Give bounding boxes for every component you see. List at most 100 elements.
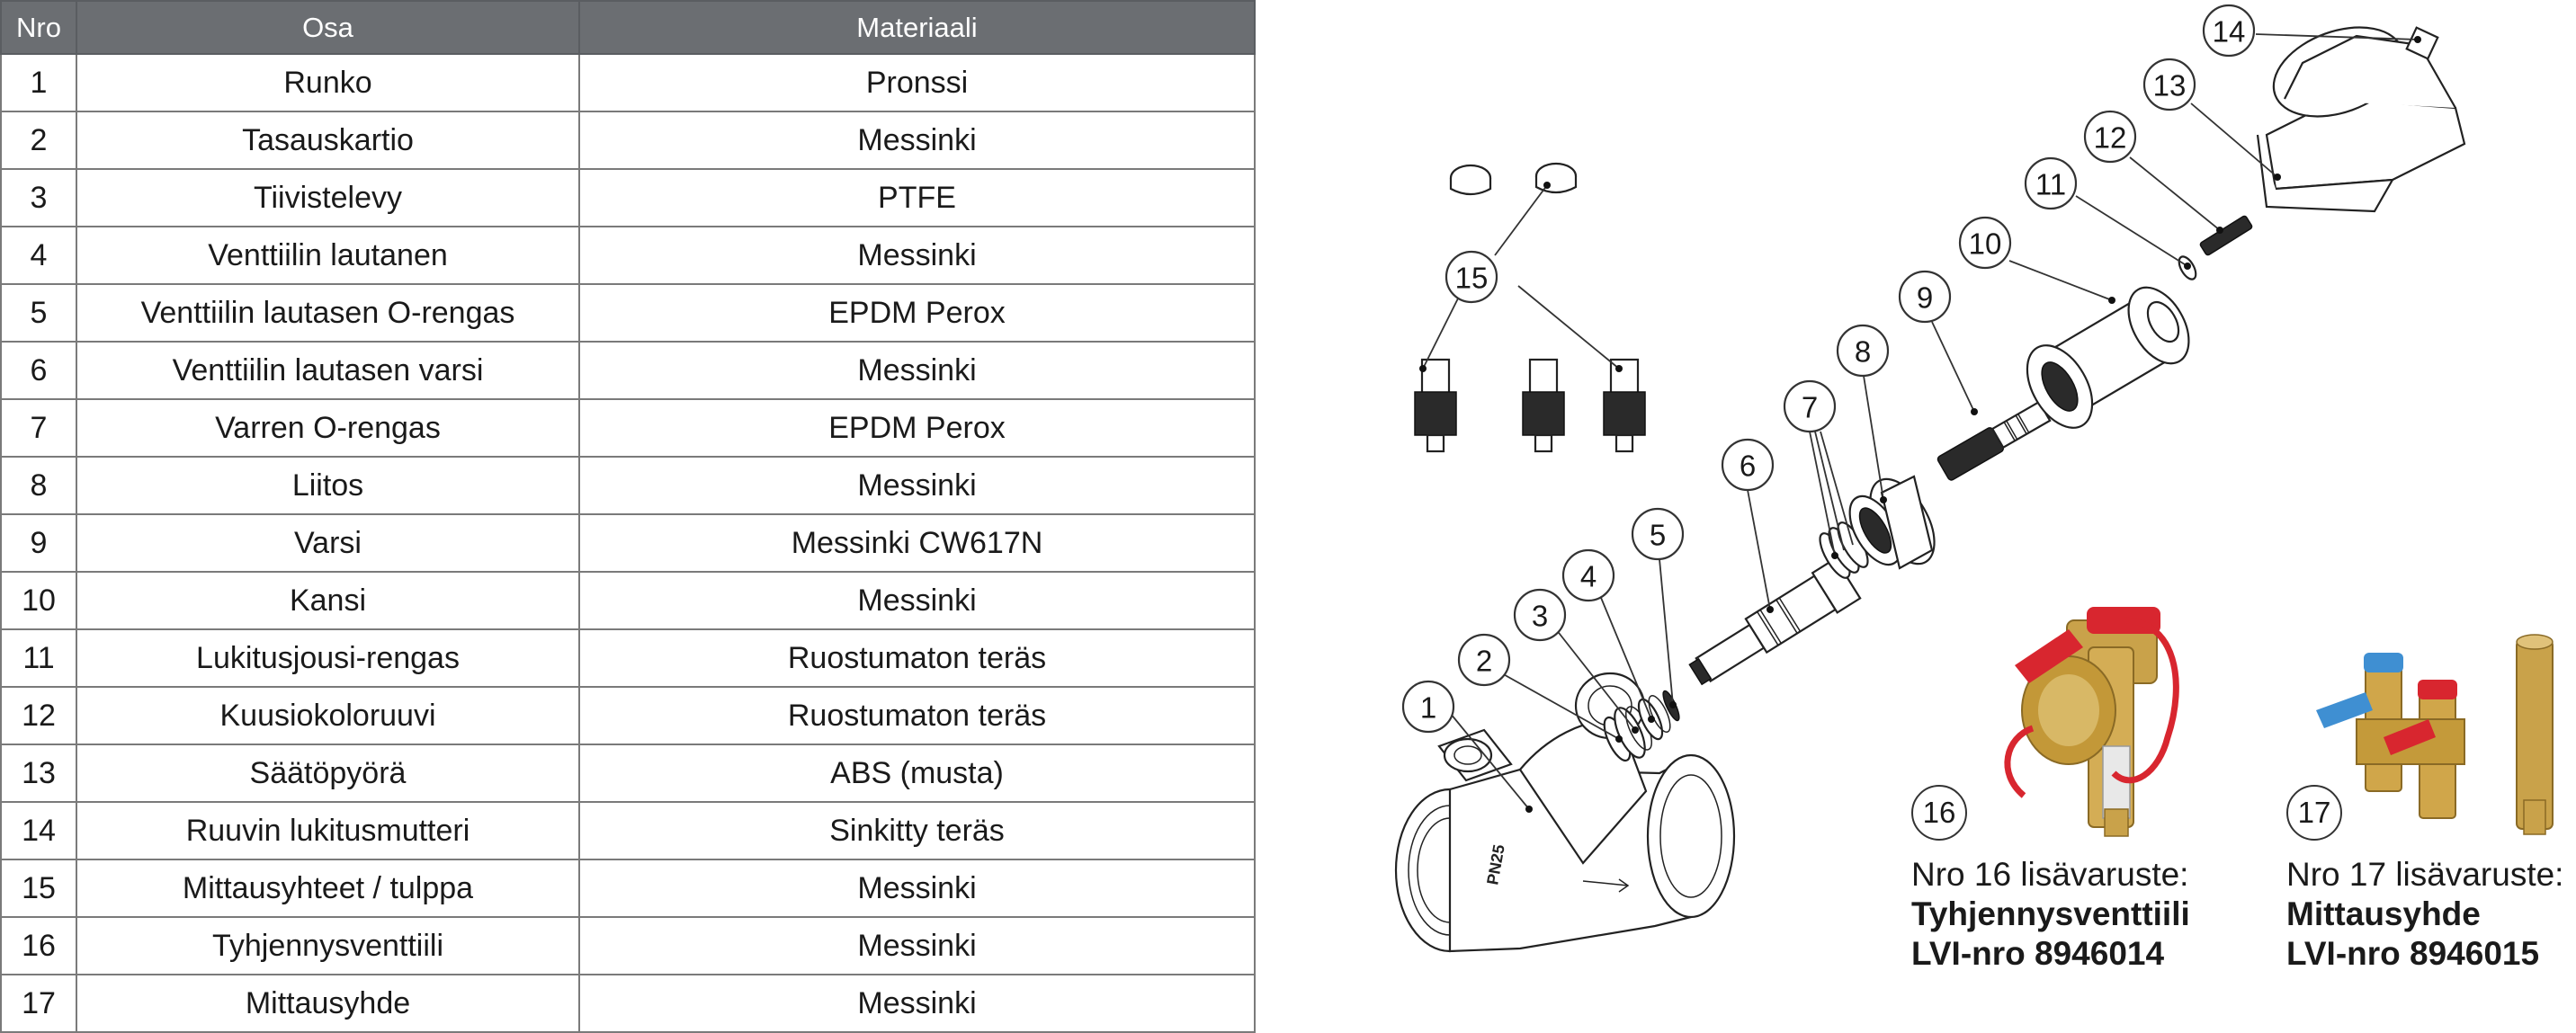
col-header-nro: Nro bbox=[0, 0, 77, 55]
svg-text:14: 14 bbox=[2213, 15, 2246, 49]
accessory-16-badge: 16 bbox=[1911, 785, 1967, 841]
accessory-17-badge: 17 bbox=[2286, 785, 2342, 841]
svg-text:11: 11 bbox=[2035, 168, 2066, 201]
cell-materiaali: Ruostumaton teräs bbox=[578, 628, 1256, 688]
callout-14: 14 bbox=[2202, 4, 2256, 58]
svg-text:3: 3 bbox=[1532, 600, 1548, 633]
svg-text:4: 4 bbox=[1580, 560, 1597, 593]
cell-materiaali: Messinki bbox=[578, 226, 1256, 285]
cell-materiaali: Messinki bbox=[578, 859, 1256, 918]
cell-osa: Säätöpyörä bbox=[76, 744, 580, 803]
cell-osa: Varsi bbox=[76, 513, 580, 573]
cell-materiaali: Messinki CW617N bbox=[578, 513, 1256, 573]
svg-text:7: 7 bbox=[1802, 391, 1818, 424]
callout-5: 5 bbox=[1631, 507, 1685, 561]
cell-nro: 16 bbox=[0, 916, 77, 975]
cell-nro: 1 bbox=[0, 53, 77, 112]
handwheel-drawing bbox=[2256, 26, 2466, 213]
cell-osa: Venttiilin lautanen bbox=[76, 226, 580, 285]
cell-nro: 7 bbox=[0, 398, 77, 458]
cell-osa: Kansi bbox=[76, 571, 580, 630]
callout-6: 6 bbox=[1721, 438, 1775, 492]
accessory-16-line1: Nro 16 lisävaruste: bbox=[1911, 856, 2189, 893]
cell-osa: Mittausyhde bbox=[76, 974, 580, 1033]
cell-materiaali: Sinkitty teräs bbox=[578, 801, 1256, 860]
callout-2: 2 bbox=[1457, 633, 1511, 687]
callout-1: 1 bbox=[1401, 680, 1455, 734]
accessory-16-name: Tyhjennysventtiili bbox=[1911, 895, 2190, 932]
callout-11: 11 bbox=[2024, 156, 2078, 210]
callout-12: 12 bbox=[2083, 110, 2137, 164]
callout-15: 15 bbox=[1445, 250, 1498, 304]
cell-nro: 2 bbox=[0, 111, 77, 170]
cell-osa: Mittausyhteet / tulppa bbox=[76, 859, 580, 918]
measuring-adapter-picture bbox=[2316, 634, 2554, 835]
cell-nro: 14 bbox=[0, 801, 77, 860]
cell-materiaali: EPDM Perox bbox=[578, 283, 1256, 343]
callout-3: 3 bbox=[1513, 588, 1567, 642]
cell-nro: 5 bbox=[0, 283, 77, 343]
measuring-nipples-drawing bbox=[1414, 162, 1646, 453]
cell-nro: 4 bbox=[0, 226, 77, 285]
cell-materiaali: Messinki bbox=[578, 571, 1256, 630]
cell-osa: Kuusiokoloruuvi bbox=[76, 686, 580, 745]
callout-13: 13 bbox=[2142, 58, 2196, 111]
accessory-17-caption: Nro 17 lisävaruste: Mittausyhde LVI-nro … bbox=[2286, 855, 2563, 974]
cell-materiaali: Messinki bbox=[578, 456, 1256, 515]
cell-osa: Liitos bbox=[76, 456, 580, 515]
cell-materiaali: Messinki bbox=[578, 341, 1256, 400]
drain-valve-picture bbox=[2004, 607, 2179, 837]
cell-nro: 9 bbox=[0, 513, 77, 573]
svg-text:12: 12 bbox=[2094, 121, 2127, 155]
cell-nro: 6 bbox=[0, 341, 77, 400]
callout-9: 9 bbox=[1898, 270, 1952, 324]
cell-osa: Tyhjennysventtiili bbox=[76, 916, 580, 975]
cell-materiaali: Messinki bbox=[578, 916, 1256, 975]
accessory-16-code: LVI-nro 8946014 bbox=[1911, 935, 2165, 972]
cell-materiaali: Ruostumaton teräs bbox=[578, 686, 1256, 745]
col-header-osa: Osa bbox=[76, 0, 580, 55]
cell-materiaali: Pronssi bbox=[578, 53, 1256, 112]
accessory-16-caption: Nro 16 lisävaruste: Tyhjennysventtiili L… bbox=[1911, 855, 2190, 974]
valve-body-drawing: PN25 bbox=[1394, 672, 1736, 953]
cell-osa: Ruuvin lukitusmutteri bbox=[76, 801, 580, 860]
cell-osa: Tasauskartio bbox=[76, 111, 580, 170]
svg-text:9: 9 bbox=[1917, 281, 1933, 315]
accessory-17-code: LVI-nro 8946015 bbox=[2286, 935, 2540, 972]
cell-nro: 12 bbox=[0, 686, 77, 745]
col-header-materiaali: Materiaali bbox=[578, 0, 1256, 55]
cell-materiaali: Messinki bbox=[578, 974, 1256, 1033]
cell-osa: Tiivistelevy bbox=[76, 168, 580, 227]
svg-text:6: 6 bbox=[1740, 450, 1756, 483]
accessory-17-line1: Nro 17 lisävaruste: bbox=[2286, 856, 2564, 893]
accessory-17-name: Mittausyhde bbox=[2286, 895, 2481, 932]
cell-materiaali: PTFE bbox=[578, 168, 1256, 227]
cell-nro: 10 bbox=[0, 571, 77, 630]
svg-text:2: 2 bbox=[1476, 645, 1492, 678]
svg-text:15: 15 bbox=[1455, 262, 1489, 295]
cell-nro: 15 bbox=[0, 859, 77, 918]
svg-text:5: 5 bbox=[1650, 519, 1666, 552]
svg-text:13: 13 bbox=[2153, 69, 2187, 102]
cell-materiaali: EPDM Perox bbox=[578, 398, 1256, 458]
cell-materiaali: Messinki bbox=[578, 111, 1256, 170]
callout-4: 4 bbox=[1561, 548, 1615, 602]
cell-osa: Venttiilin lautasen O-rengas bbox=[76, 283, 580, 343]
svg-text:8: 8 bbox=[1855, 335, 1871, 369]
table-header: Nro Osa Materiaali bbox=[0, 0, 1256, 55]
svg-text:1: 1 bbox=[1420, 691, 1436, 725]
cell-osa: Lukitusjousi-rengas bbox=[76, 628, 580, 688]
